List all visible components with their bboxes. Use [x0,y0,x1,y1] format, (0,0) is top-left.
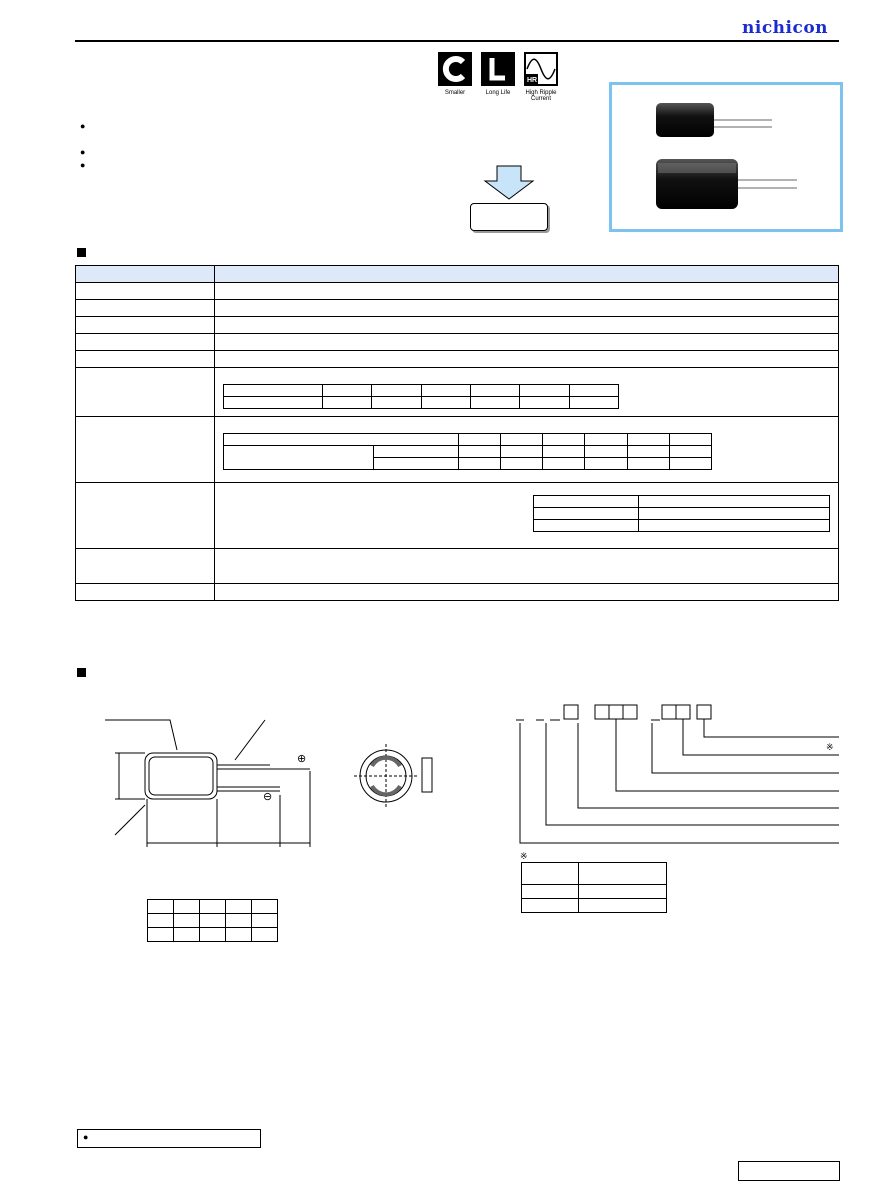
footer-note-box: ● [77,1129,261,1148]
header-rule [75,40,839,42]
lead-dimension-table [147,899,278,942]
square-bullet-icon [77,248,86,257]
catalog-number-box [738,1161,840,1181]
hr-wave-icon: HR [524,52,558,86]
spec-row [75,299,839,317]
c-smaller-icon [438,52,472,86]
spec-row [75,350,839,368]
spec-row [75,282,839,300]
spec-row [75,333,839,351]
spec-row [75,583,839,601]
plus-terminal-symbol: ⊕ [297,753,307,765]
product-photo-frame [609,82,843,232]
footer-bullet: ● [83,1132,89,1142]
packaging-code-table [521,862,667,913]
part-number-diagram [516,704,839,844]
spec-row-endurance [75,482,839,549]
badge-label-smaller: Smaller [444,90,466,96]
svg-text:HR: HR [527,77,537,84]
feature-bullet-2: ● [80,147,86,157]
spec-header-row [75,265,839,283]
spec-row [75,316,839,334]
nichicon-logo: nichicon [742,18,829,38]
badge-label-long-life: Long Life [485,90,511,96]
note-mark: ※ [826,742,834,752]
feature-bullet-3: ● [80,160,86,170]
capacitor-photo [656,103,797,209]
specifications-table [75,265,839,601]
note-mark: ※ [520,851,528,861]
spec-row-tan-delta [75,367,839,417]
down-arrow-icon [483,165,535,200]
stability-table [223,433,713,470]
endurance-table [533,495,830,532]
series-name-box [470,203,548,231]
terminal-end-view-drawing [354,744,433,808]
feature-bullet-1: ● [80,121,86,131]
badge-label-high-ripple: High Ripple Current [525,90,557,102]
l-long-life-icon [481,52,515,86]
spec-header-item [75,265,215,283]
spec-header-performance [214,265,839,283]
capacitor-outline-drawing [105,719,311,847]
spec-row [75,548,839,584]
spec-row-stability [75,416,839,483]
minus-terminal-symbol: ⊖ [263,791,273,803]
tan-delta-table [223,384,620,409]
square-bullet-icon [77,668,86,677]
